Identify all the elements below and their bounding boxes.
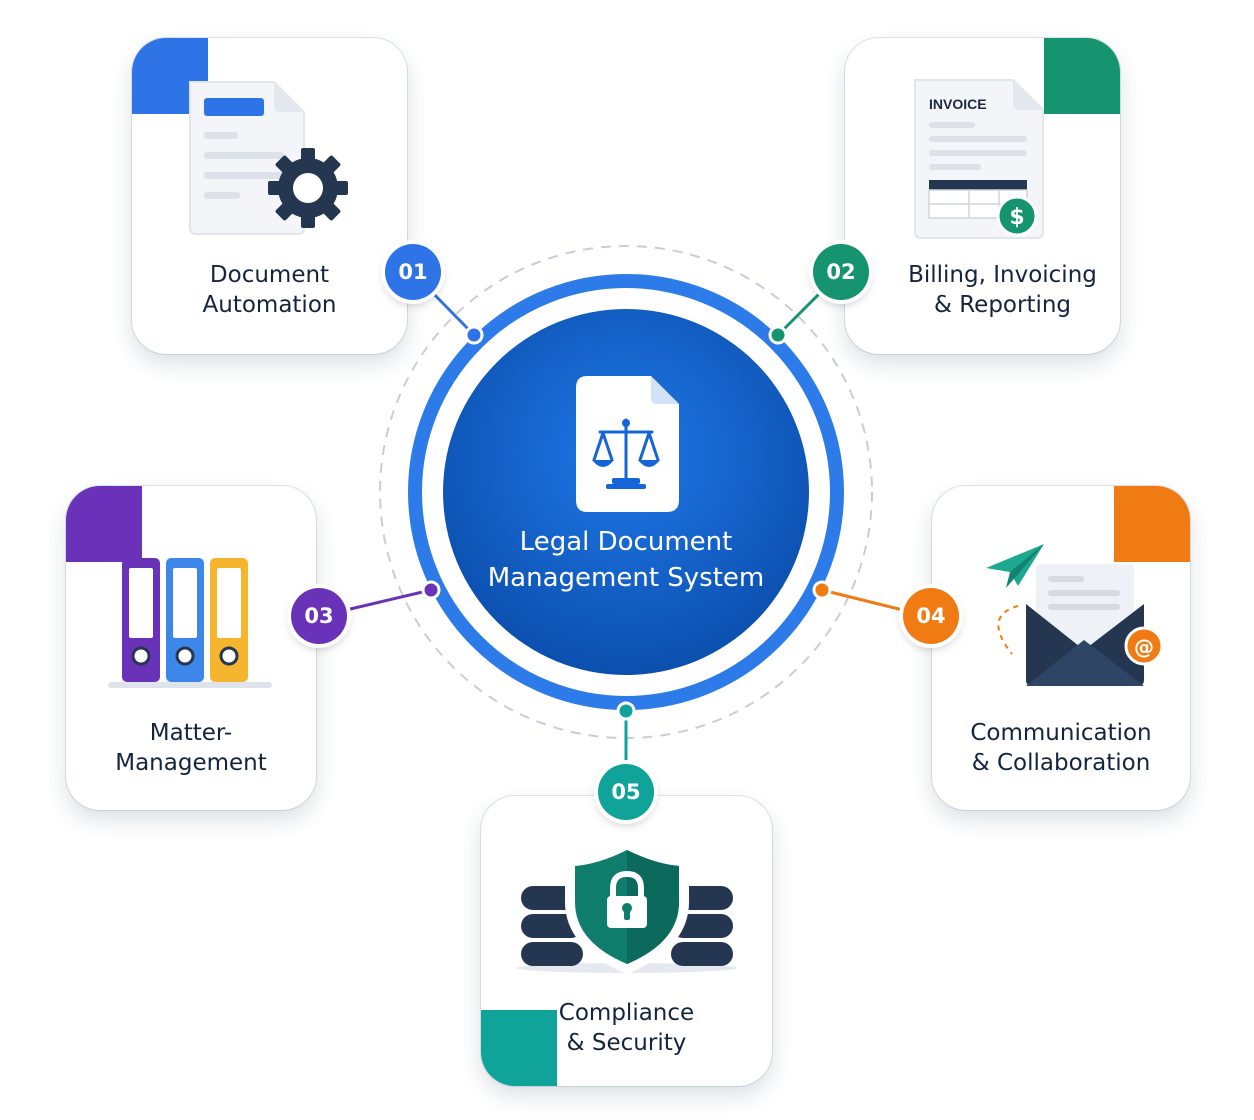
card-accent	[481, 1010, 557, 1086]
module-card-billing[interactable]: INVOICE $ Billing, Invoicing & Reporting	[845, 38, 1120, 354]
badge-05: 05	[598, 764, 654, 820]
module-card-communication[interactable]: @ Communication & Collaboration	[932, 486, 1190, 810]
connector-02	[776, 288, 825, 337]
badge-03: 03	[291, 588, 347, 644]
hub-title-line2: Management System	[487, 563, 765, 593]
hub-title-line1: Legal Document	[519, 527, 733, 557]
svg-text:@: @	[1134, 635, 1154, 659]
shield-lock-database-icon	[517, 842, 737, 974]
module-label: Matter- Management	[115, 720, 267, 776]
legal-scales-document-icon	[576, 376, 679, 512]
invoice-text: INVOICE	[929, 96, 987, 112]
invoice-dollar-icon: INVOICE $	[914, 79, 1044, 239]
module-card-document-automation[interactable]: Document Automation	[132, 38, 407, 354]
module-label: Billing, Invoicing & Reporting	[908, 262, 1097, 318]
module-label: Compliance & Security	[558, 1000, 695, 1056]
module-card-matter-management[interactable]: Matter- Management	[66, 486, 316, 810]
card-accent	[66, 486, 142, 562]
binders-icon	[108, 558, 272, 688]
svg-text:$: $	[1009, 205, 1024, 230]
hub-title: Legal Document Management System	[445, 524, 807, 596]
envelope-paper-plane-icon: @	[986, 544, 1164, 686]
connector-dot-03	[421, 580, 441, 600]
connector-dot-02	[768, 325, 788, 345]
module-label: Communication & Collaboration	[970, 720, 1152, 776]
document-gear-icon	[189, 81, 348, 235]
connector-dot-01	[464, 325, 484, 345]
badge-01: 01	[385, 244, 441, 300]
badge-02: 02	[813, 244, 869, 300]
card-accent	[1114, 486, 1190, 562]
connector-dot-04	[812, 580, 832, 600]
module-label: Document Automation	[202, 262, 337, 318]
connector-03	[345, 588, 432, 612]
card-accent	[1044, 38, 1120, 114]
badge-04: 04	[903, 588, 959, 644]
connector-04	[821, 588, 904, 612]
connector-dot-05	[616, 701, 636, 721]
connector-01	[423, 283, 476, 337]
module-card-compliance[interactable]: Compliance & Security	[481, 796, 772, 1086]
